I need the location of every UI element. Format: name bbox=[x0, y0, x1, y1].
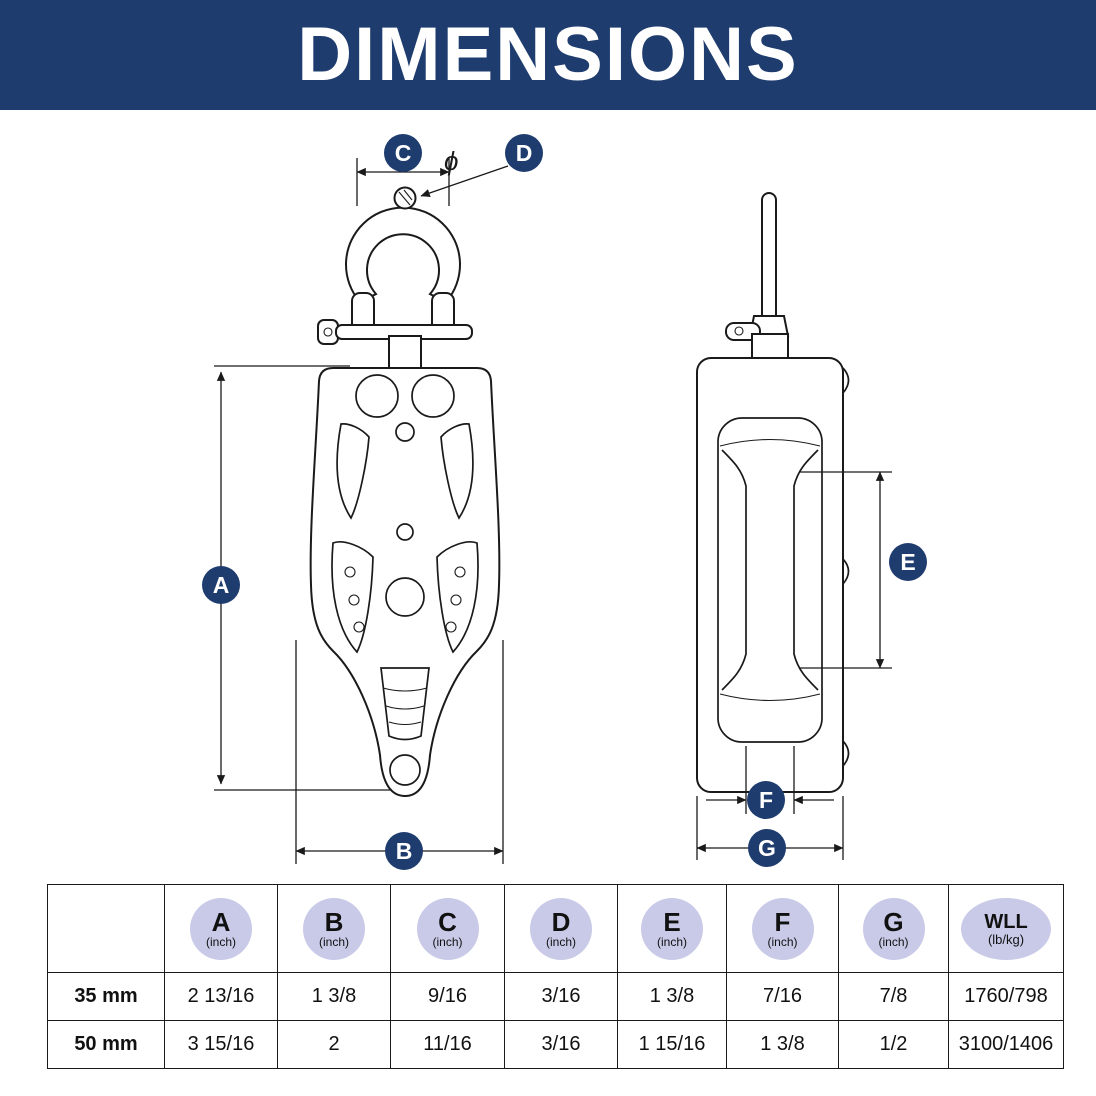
table-cell: 1 3/8 bbox=[277, 972, 391, 1021]
page-header: DIMENSIONS bbox=[0, 0, 1096, 110]
column-badge-g: G (inch) bbox=[862, 897, 925, 960]
table-cell: 1/2 bbox=[838, 1020, 949, 1069]
dim-label-a: A bbox=[202, 566, 240, 604]
column-badge-f: F (inch) bbox=[751, 897, 814, 960]
table-cell: 3 15/16 bbox=[164, 1020, 278, 1069]
column-header-b: B (inch) bbox=[277, 884, 391, 973]
table-cell: 2 bbox=[277, 1020, 391, 1069]
table-row-50mm: 50 mm 3 15/16 2 11/16 3/16 1 15/16 1 3/8… bbox=[47, 1020, 1064, 1069]
diameter-phi-symbol: ϕ bbox=[444, 146, 459, 176]
table-cell: 2 13/16 bbox=[164, 972, 278, 1021]
column-header-a: A (inch) bbox=[164, 884, 278, 973]
front-view bbox=[214, 158, 509, 864]
front-body bbox=[309, 367, 501, 798]
dim-d-leader bbox=[420, 165, 509, 198]
table-cell: 7/16 bbox=[726, 972, 839, 1021]
table-cell: 1 3/8 bbox=[617, 972, 727, 1021]
side-view bbox=[696, 192, 892, 860]
table-cell: 3/16 bbox=[504, 1020, 618, 1069]
becket-hole bbox=[389, 754, 421, 786]
table-corner-cell bbox=[47, 884, 165, 973]
table-cell: 7/8 bbox=[838, 972, 949, 1021]
column-badge-b: B (inch) bbox=[303, 897, 365, 960]
table-cell: 1 15/16 bbox=[617, 1020, 727, 1069]
table-cell: 3/16 bbox=[504, 972, 618, 1021]
column-badge-a: A (inch) bbox=[190, 897, 252, 960]
table-cell: 1 3/8 bbox=[726, 1020, 839, 1069]
dim-label-c: C bbox=[384, 134, 422, 172]
column-header-d: D (inch) bbox=[504, 884, 618, 973]
table-cell: 3100/1406 bbox=[948, 1020, 1064, 1069]
dim-c-lines bbox=[356, 158, 450, 206]
side-body bbox=[696, 357, 850, 793]
size-label: 50 mm bbox=[47, 1020, 165, 1069]
front-shackle bbox=[317, 186, 473, 373]
column-badge-c: C (inch) bbox=[416, 897, 479, 960]
column-header-wll: WLL (lb/kg) bbox=[948, 884, 1064, 973]
sheave bbox=[719, 439, 821, 701]
shackle-pin-cross-section bbox=[393, 186, 417, 210]
table-cell: 9/16 bbox=[390, 972, 505, 1021]
column-header-f: F (inch) bbox=[726, 884, 839, 973]
size-label: 35 mm bbox=[47, 972, 165, 1021]
axle-hole bbox=[385, 577, 425, 617]
column-badge-wll: WLL (lb/kg) bbox=[961, 897, 1051, 960]
table-cell: 1760/798 bbox=[948, 972, 1064, 1021]
dimensions-table: A (inch) B (inch) C (inch) D (inch bbox=[47, 884, 1064, 1069]
table-row-35mm: 35 mm 2 13/16 1 3/8 9/16 3/16 1 3/8 7/16… bbox=[47, 972, 1064, 1021]
dim-label-g: G bbox=[748, 829, 786, 867]
column-badge-e: E (inch) bbox=[641, 897, 703, 960]
table-cell: 11/16 bbox=[390, 1020, 505, 1069]
column-badge-d: D (inch) bbox=[530, 897, 592, 960]
dim-label-e: E bbox=[889, 543, 927, 581]
column-header-e: E (inch) bbox=[617, 884, 727, 973]
column-header-g: G (inch) bbox=[838, 884, 949, 973]
page-title: DIMENSIONS bbox=[297, 12, 799, 97]
side-shackle bbox=[725, 192, 790, 363]
column-header-c: C (inch) bbox=[390, 884, 505, 973]
dim-f-lines bbox=[706, 746, 834, 814]
table-header-row: A (inch) B (inch) C (inch) D (inch bbox=[47, 884, 1064, 973]
dim-e-lines bbox=[800, 471, 892, 669]
dim-label-d: D bbox=[505, 134, 543, 172]
dim-label-b: B bbox=[385, 832, 423, 870]
dim-label-f: F bbox=[747, 781, 785, 819]
